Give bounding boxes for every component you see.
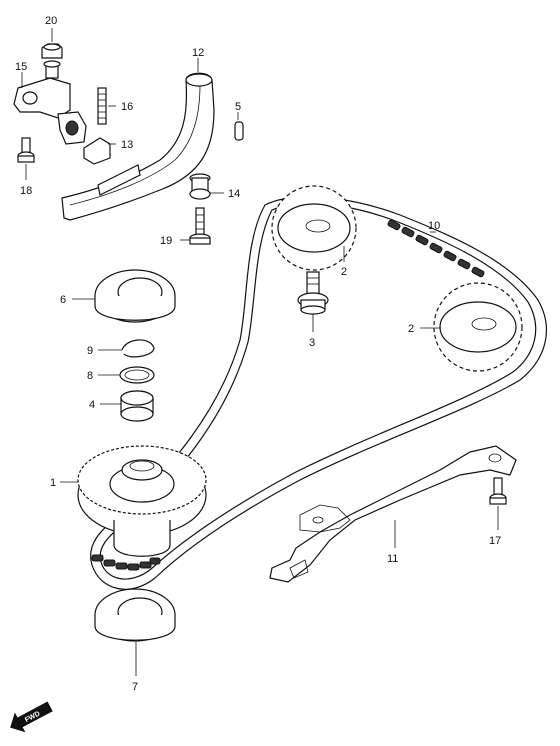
callout-17: 17 <box>489 535 501 547</box>
callout-11: 11 <box>387 553 398 565</box>
ring-8 <box>119 366 155 384</box>
circlip-9 <box>121 339 155 358</box>
camshaft-sprocket-upper <box>271 185 357 271</box>
chain-guide-11 <box>269 445 517 583</box>
callout-13: 13 <box>121 139 133 151</box>
callout-5: 5 <box>235 101 241 113</box>
sleeve-14 <box>189 173 211 200</box>
bolt-20 <box>41 43 63 59</box>
chain-guide-tensioner <box>61 72 215 221</box>
sprocket-bolt <box>297 271 329 315</box>
chain-links-lower <box>91 554 161 571</box>
chain-tensioner-adjuster <box>13 60 87 145</box>
bolt-18 <box>17 137 35 163</box>
fwd-label: FWD <box>24 711 41 725</box>
callout-4: 4 <box>89 399 95 411</box>
crank-gear-1 <box>77 445 207 557</box>
callout-15: 15 <box>15 61 27 73</box>
callout-6: 6 <box>60 294 66 306</box>
callout-8: 8 <box>87 370 93 382</box>
chain-links-detail <box>387 219 485 278</box>
callout-19: 19 <box>160 235 172 247</box>
callout-2a: 2 <box>341 266 347 278</box>
callout-14: 14 <box>228 188 240 200</box>
bolt-17 <box>489 477 507 505</box>
callout-2b: 2 <box>408 323 414 335</box>
stud-16 <box>97 87 107 125</box>
bolt-19 <box>189 207 211 245</box>
callout-9: 9 <box>87 345 93 357</box>
callout-18: 18 <box>20 185 32 197</box>
leader-lines <box>21 28 499 676</box>
camshaft-sprocket-lower <box>433 282 523 372</box>
callout-7: 7 <box>132 681 138 693</box>
bushing-4 <box>120 390 154 422</box>
bearing-6 <box>94 269 176 323</box>
callout-10: 10 <box>428 220 440 232</box>
callout-3: 3 <box>309 337 315 349</box>
bearing-7 <box>94 588 176 642</box>
callout-16: 16 <box>121 101 133 113</box>
gasket-13 <box>83 137 111 165</box>
fwd-arrow: FWD <box>10 701 53 733</box>
callout-12: 12 <box>192 47 204 59</box>
callout-1: 1 <box>50 477 56 489</box>
dowel-pin-5 <box>234 121 244 141</box>
callout-20: 20 <box>45 15 57 27</box>
timing-chain <box>90 196 547 590</box>
callout-labels: 20 12 15 16 5 13 18 14 19 10 2 6 2 3 9 8… <box>15 15 501 693</box>
